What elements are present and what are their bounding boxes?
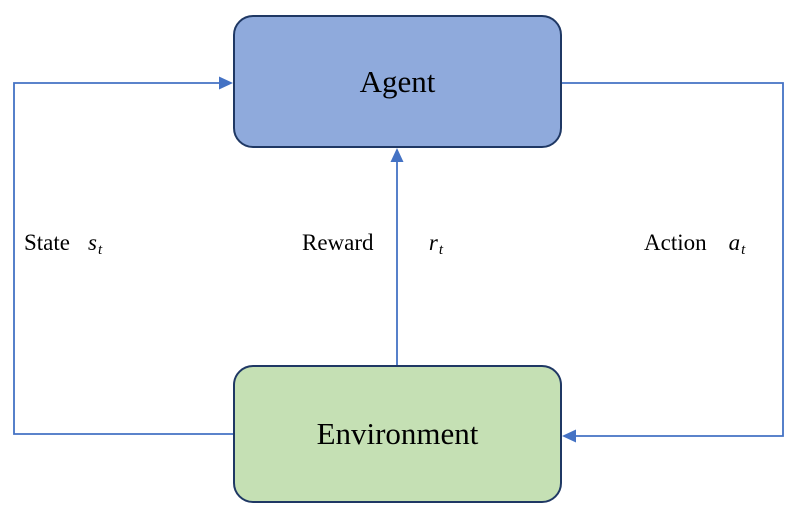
- state-edge-label: State st: [24, 230, 103, 258]
- action-edge-label: Action at: [644, 230, 746, 258]
- agent-node: Agent: [233, 15, 562, 148]
- arrowhead-into-agent-icon: [219, 76, 233, 90]
- agent-node-label: Agent: [359, 63, 436, 99]
- arrowhead-into-environment-icon: [562, 429, 576, 443]
- action-word: Action: [644, 230, 707, 255]
- state-edge-line: [13, 76, 233, 435]
- environment-node-label: Environment: [316, 416, 479, 451]
- environment-node: Environment: [233, 365, 562, 503]
- action-symbol: at: [728, 230, 746, 258]
- reward-edge-line: [390, 148, 404, 365]
- state-word: State: [24, 230, 70, 255]
- reward-symbol: rt: [428, 230, 443, 258]
- arrowhead-up-into-agent-icon: [390, 148, 404, 162]
- reward-word: Reward: [302, 230, 374, 255]
- action-edge-line: [562, 82, 784, 443]
- reward-edge-label: Reward rt: [302, 230, 443, 258]
- state-symbol: st: [88, 230, 103, 258]
